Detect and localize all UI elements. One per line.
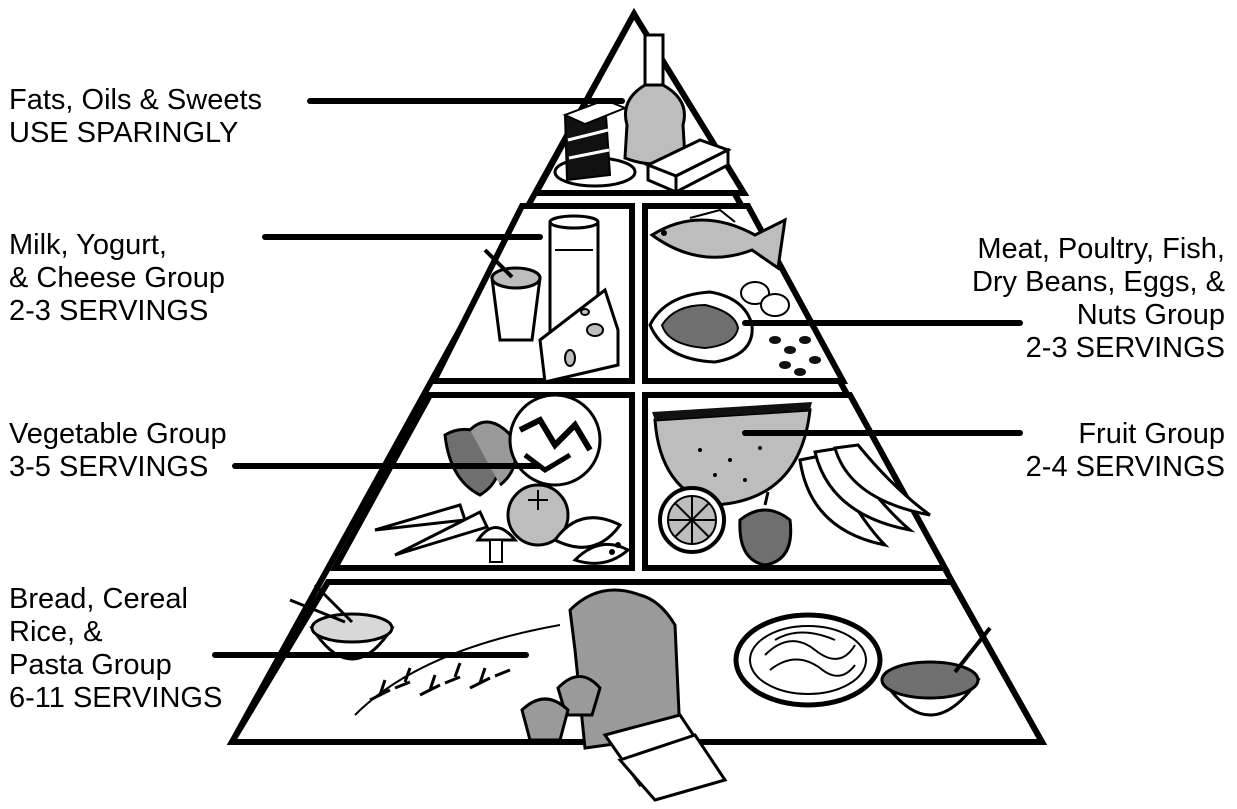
fruit-label-line: Fruit Group xyxy=(1026,418,1225,451)
meat-label-line: Nuts Group xyxy=(972,299,1225,332)
milk-label-line: Milk, Yogurt, xyxy=(9,229,225,262)
vegetable-label: Vegetable Group 3-5 SERVINGS xyxy=(9,418,227,484)
fruit-label: Fruit Group 2-4 SERVINGS xyxy=(1026,418,1225,484)
grains-label-line: Rice, & xyxy=(9,616,222,649)
meat-label-line: Meat, Poultry, Fish, xyxy=(972,233,1225,266)
milk-label-line: 2-3 SERVINGS xyxy=(9,295,225,328)
grains-label-line: Pasta Group xyxy=(9,649,222,682)
fats-label-line: USE SPARINGLY xyxy=(9,117,262,150)
fats-label: Fats, Oils & Sweets USE SPARINGLY xyxy=(9,84,262,150)
fruit-label-line: 2-4 SERVINGS xyxy=(1026,451,1225,484)
vegetable-label-line: Vegetable Group xyxy=(9,418,227,451)
grains-label-line: Bread, Cereal xyxy=(9,583,222,616)
grains-label-line: 6-11 SERVINGS xyxy=(9,682,222,715)
milk-label-line: & Cheese Group xyxy=(9,262,225,295)
grains-label: Bread, Cereal Rice, & Pasta Group 6-11 S… xyxy=(9,583,222,715)
milk-label: Milk, Yogurt, & Cheese Group 2-3 SERVING… xyxy=(9,229,225,328)
fats-label-line: Fats, Oils & Sweets xyxy=(9,84,262,117)
meat-label: Meat, Poultry, Fish, Dry Beans, Eggs, & … xyxy=(972,233,1225,365)
pasta-plate-icon xyxy=(736,615,880,705)
lettuce-icon xyxy=(510,395,600,485)
meat-label-line: 2-3 SERVINGS xyxy=(972,332,1225,365)
meat-label-line: Dry Beans, Eggs, & xyxy=(972,266,1225,299)
vegetable-label-line: 3-5 SERVINGS xyxy=(9,451,227,484)
orange-slice-icon xyxy=(660,488,724,552)
